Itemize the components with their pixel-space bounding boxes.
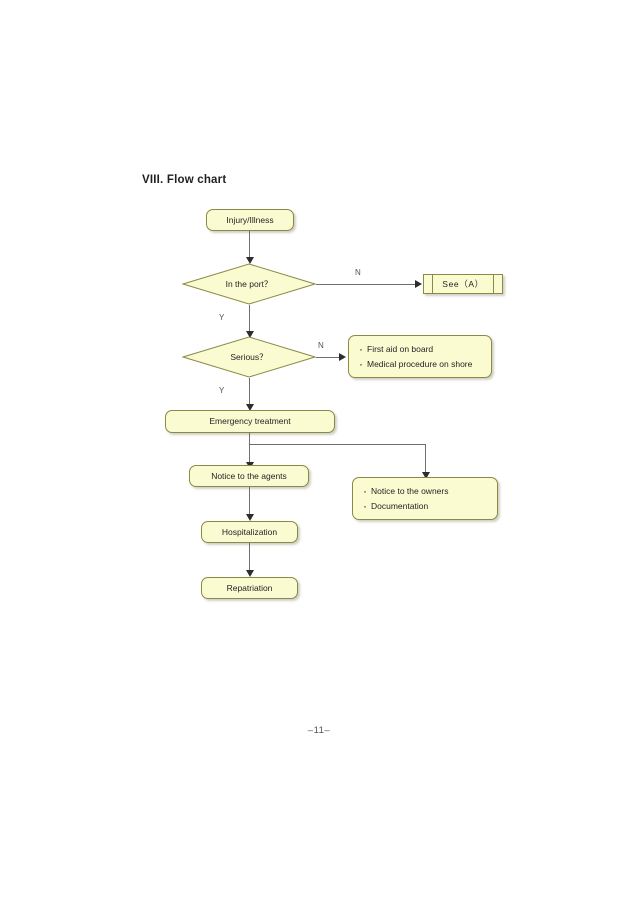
edge-label-inport-yes: Y	[219, 313, 225, 322]
connector-inport-to-serious	[249, 305, 250, 333]
connector-agents-to-hospital	[249, 487, 250, 516]
node-repatriation[interactable]: Repatriation	[201, 577, 298, 599]
connector-inport-to-see-a	[316, 284, 420, 285]
connector-emergency-to-agents	[249, 433, 250, 464]
node-see-a[interactable]: See（A）	[423, 274, 503, 294]
edge-label-serious-no: N	[318, 341, 324, 350]
arrowhead-serious-to-firstaid	[339, 353, 346, 361]
note-item-first-aid: First aid on board	[358, 342, 482, 357]
node-owners-note[interactable]: Notice to the owners Documentation	[352, 477, 498, 520]
node-notice-to-agents[interactable]: Notice to the agents	[189, 465, 309, 487]
connector-emergency-branch-right	[249, 444, 426, 445]
connector-injury-to-inport	[249, 231, 250, 259]
node-injury-illness[interactable]: Injury/Illness	[206, 209, 294, 231]
node-serious-decision[interactable]: Serious？	[182, 336, 316, 378]
page-number: –11–	[307, 725, 331, 736]
note-item-documentation: Documentation	[362, 499, 488, 514]
connector-hospital-to-repat	[249, 543, 250, 572]
connector-serious-to-firstaid	[316, 357, 344, 358]
node-hospitalization[interactable]: Hospitalization	[201, 521, 298, 543]
node-injury-illness-label: Injury/Illness	[226, 214, 274, 225]
node-in-the-port-decision[interactable]: In the port？	[182, 263, 316, 305]
arrowhead-emergency-to-owners	[422, 472, 430, 479]
node-emergency-treatment[interactable]: Emergency treatment	[165, 410, 335, 433]
arrowhead-inport-to-see-a	[415, 280, 422, 288]
node-first-aid-note[interactable]: First aid on board Medical procedure on …	[348, 335, 492, 378]
page-title: VIII. Flow chart	[142, 174, 227, 186]
arrowhead-inport-to-serious	[246, 331, 254, 338]
arrowhead-hospital-to-repat	[246, 570, 254, 577]
node-in-the-port-label: In the port？	[225, 279, 273, 289]
node-repatriation-label: Repatriation	[226, 582, 273, 593]
node-notice-to-agents-label: Notice to the agents	[211, 470, 287, 481]
node-serious-label: Serious？	[230, 352, 268, 362]
connector-serious-to-emergency	[249, 378, 250, 406]
node-emergency-treatment-label: Emergency treatment	[209, 416, 291, 427]
arrowhead-agents-to-hospital	[246, 514, 254, 521]
node-see-a-label: See（A）	[442, 278, 484, 289]
diamond-shape	[182, 336, 316, 378]
edge-label-serious-yes: Y	[219, 386, 225, 395]
diamond-shape	[182, 263, 316, 305]
connector-emergency-to-owners	[425, 444, 426, 476]
node-hospitalization-label: Hospitalization	[221, 526, 278, 537]
note-item-notice-owners: Notice to the owners	[362, 484, 488, 499]
arrowhead-injury-to-inport	[246, 257, 254, 264]
edge-label-inport-no: N	[355, 268, 361, 277]
arrowhead-serious-to-emergency	[246, 404, 254, 411]
note-item-medical-procedure: Medical procedure on shore	[358, 357, 482, 372]
